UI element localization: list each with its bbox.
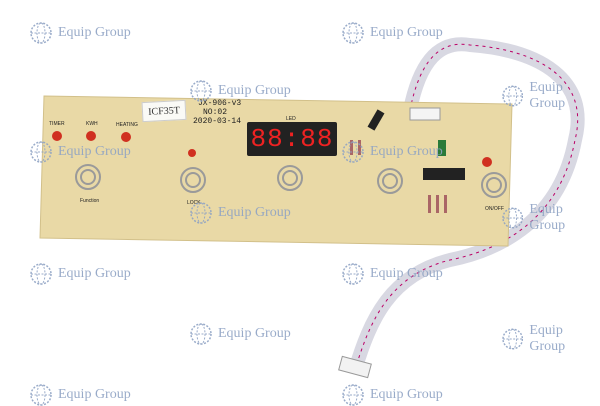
watermark-text: Equip Group xyxy=(58,387,131,402)
globe-icon xyxy=(342,263,364,285)
globe-icon xyxy=(342,384,364,406)
board-model: JX-906-v3 xyxy=(198,99,242,108)
seven-segment-display: 88:88 xyxy=(247,122,337,156)
board-date: 2020-03-14 xyxy=(193,117,242,126)
board-number: NO:02 xyxy=(203,108,228,117)
led-label-kwh: KWH xyxy=(86,121,98,127)
watermark: Equip Group xyxy=(190,323,291,345)
watermark: Equip Group xyxy=(190,80,291,102)
watermark-text: Equip Group xyxy=(529,80,566,111)
watermark-text: Equip Group xyxy=(529,323,566,354)
globe-icon xyxy=(342,22,364,44)
model-sticker: ICF35T xyxy=(141,99,187,123)
watermark: Equip Group xyxy=(190,202,291,224)
button-label-function: Function xyxy=(80,198,100,204)
button-label-lock: LOCK xyxy=(187,200,201,206)
globe-icon xyxy=(190,323,212,345)
led-label-heating: HEATING xyxy=(116,122,138,128)
watermark: Equip Group xyxy=(342,141,443,163)
watermark: Equip Group xyxy=(502,80,600,112)
globe-icon xyxy=(342,141,364,163)
globe-icon xyxy=(190,202,212,224)
display-label: LED xyxy=(286,116,296,122)
globe-icon xyxy=(502,85,524,107)
watermark-text: Equip Group xyxy=(58,25,131,40)
watermark-text: Equip Group xyxy=(370,387,443,402)
globe-icon xyxy=(30,22,52,44)
watermark-text: Equip Group xyxy=(218,83,291,98)
watermark: Equip Group xyxy=(30,22,131,44)
globe-icon xyxy=(30,141,52,163)
watermark: Equip Group xyxy=(30,263,131,285)
watermark-text: Equip Group xyxy=(370,144,443,159)
watermark-text: Equip Group xyxy=(58,266,131,281)
led-label-timer: TIMER xyxy=(49,121,65,127)
watermark-text: Equip Group xyxy=(58,144,131,159)
watermark: Equip Group xyxy=(502,202,600,234)
watermark: Equip Group xyxy=(502,323,600,355)
watermark: Equip Group xyxy=(342,263,443,285)
watermark: Equip Group xyxy=(30,384,131,406)
globe-icon xyxy=(30,263,52,285)
globe-icon xyxy=(190,80,212,102)
watermark-text: Equip Group xyxy=(529,202,566,233)
watermark-text: Equip Group xyxy=(370,266,443,281)
watermark: Equip Group xyxy=(30,141,131,163)
globe-icon xyxy=(30,384,52,406)
globe-icon xyxy=(502,207,524,229)
button-label-onoff: ON/OFF xyxy=(485,206,504,212)
globe-icon xyxy=(502,328,524,350)
watermark: Equip Group xyxy=(342,384,443,406)
watermark-text: Equip Group xyxy=(370,25,443,40)
watermark-text: Equip Group xyxy=(218,326,291,341)
watermark-text: Equip Group xyxy=(218,205,291,220)
watermark: Equip Group xyxy=(342,22,443,44)
